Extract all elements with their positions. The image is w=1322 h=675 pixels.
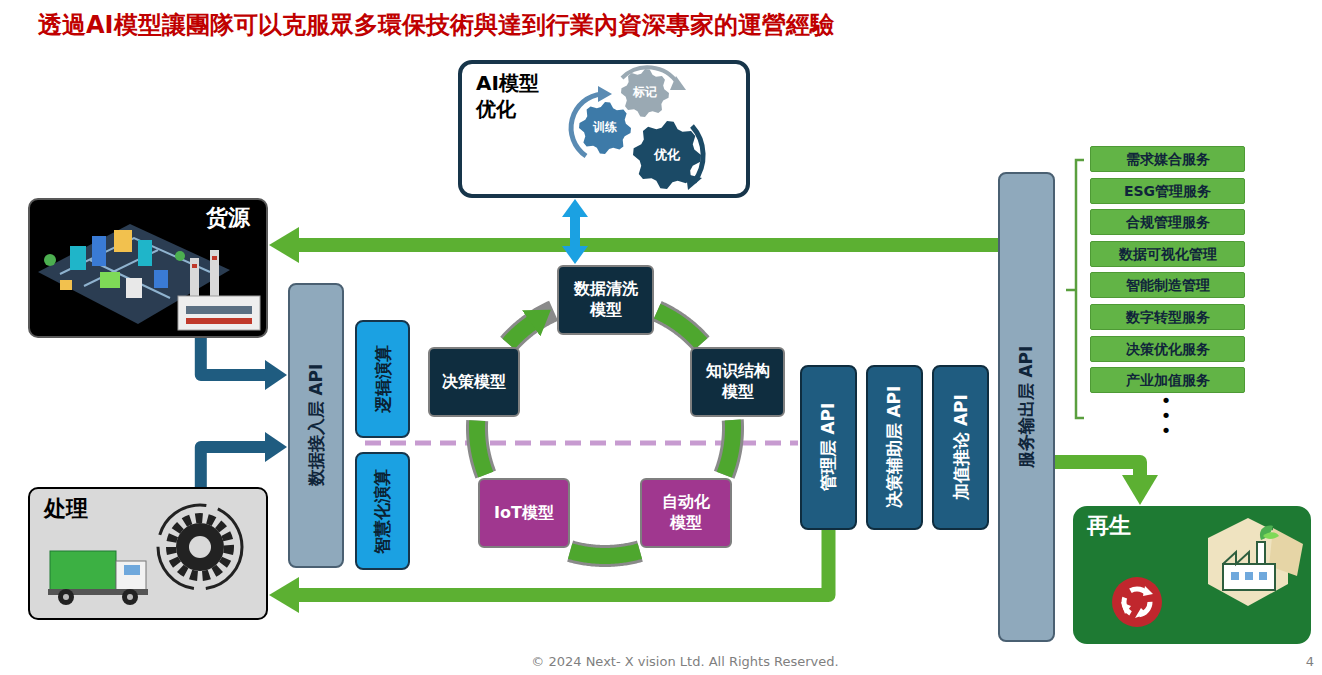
service-box: 数字转型服务: [1090, 304, 1245, 330]
model-box: 数据清洗 模型: [557, 265, 654, 335]
api-bar: 服务输出层 API: [998, 172, 1055, 642]
ellipsis-dot: •: [1158, 422, 1174, 440]
model-box: 自动化 模型: [640, 478, 732, 548]
node-label: 服务输出层 API: [1015, 346, 1037, 469]
node-label: 数字转型服务: [1126, 308, 1210, 326]
service-box: 数据可视化管理: [1090, 241, 1245, 267]
node-label: 再生: [1087, 512, 1131, 541]
source-panel: 货源: [28, 198, 268, 338]
gear-teeth: [633, 121, 701, 189]
node-label: IoT模型: [494, 503, 554, 524]
node-label: 处理: [44, 495, 88, 524]
optimize-arrow: [570, 216, 580, 247]
gear-label: 标记: [621, 69, 669, 117]
service-box: 产业加值服务: [1090, 367, 1245, 393]
input-arrow: [201, 447, 266, 487]
cycle-arc: [570, 551, 640, 556]
node-label: 逻辑演算: [371, 345, 393, 413]
service-box: 需求媒合服务: [1090, 146, 1245, 172]
gear-label: 优化: [633, 121, 701, 189]
node-label: AI模型 优化: [476, 70, 550, 122]
service-box: 合规管理服务: [1090, 209, 1245, 235]
cycle-outline: [724, 420, 733, 475]
service-box: 决策优化服务: [1090, 336, 1245, 362]
node-label: 数据接入层 API: [305, 364, 327, 487]
output-arrow: [1055, 462, 1140, 476]
cycle-arc: [657, 311, 701, 344]
node-label: 数据清洗 模型: [569, 279, 643, 321]
node-label: 智慧化演算: [371, 469, 393, 554]
cycle-arc: [477, 421, 486, 475]
api-bar: 数据接入层 API: [288, 283, 344, 568]
ai-optimize-box: AI模型 优化 标记训练优化: [458, 60, 750, 198]
model-box: IoT模型: [478, 478, 570, 548]
slide-title: 透過AI模型讓團隊可以克服眾多環保技術與達到行業內資深專家的運營經驗: [38, 9, 834, 41]
node-label: 训练: [593, 120, 617, 136]
node-label: 智能制造管理: [1126, 276, 1210, 294]
node-label: 优化: [654, 147, 680, 164]
gear-teeth: [579, 102, 631, 154]
service-box: 智能制造管理: [1090, 272, 1245, 298]
cycle-outline: [477, 421, 486, 475]
api-bar: 加值推论 API: [932, 365, 989, 530]
node-label: 决策模型: [442, 372, 506, 393]
node-label: 标记: [633, 85, 657, 101]
cycle-outline: [570, 551, 640, 556]
gear-teeth: [621, 69, 669, 117]
node-label: 合规管理服务: [1126, 213, 1210, 231]
node-label: 自动化 模型: [656, 492, 715, 534]
regen-panel: 再生: [1073, 506, 1311, 644]
cycle-outline: [508, 311, 553, 344]
compute-box: 智慧化演算: [355, 452, 410, 570]
service-bracket: [1066, 160, 1084, 418]
node-label: 产业加值服务: [1126, 371, 1210, 389]
node-label: 决策辅助层 API: [883, 386, 905, 509]
model-box: 决策模型: [428, 347, 520, 417]
compute-box: 逻辑演算: [355, 320, 410, 438]
service-box: ESG管理服务: [1090, 178, 1245, 204]
node-label: 货源: [206, 204, 250, 233]
node-label: 加值推论 API: [949, 395, 971, 501]
cycle-arc: [724, 420, 733, 475]
gear-label: 训练: [579, 102, 631, 154]
model-box: 知识结构 模型: [690, 347, 785, 417]
input-arrow: [201, 338, 266, 375]
page-number: 4: [1302, 655, 1318, 668]
node-label: 需求媒合服务: [1126, 150, 1210, 168]
node-label: 决策优化服务: [1126, 340, 1210, 358]
node-label: 管理层 API: [817, 403, 839, 492]
copyright-note: © 2024 Next- X vision Ltd. All Rights Re…: [435, 655, 935, 668]
cycle-outline: [657, 311, 701, 344]
cycle-arc: [508, 323, 532, 344]
node-label: ESG管理服务: [1124, 182, 1211, 200]
feedback-arrow: [298, 238, 998, 252]
process-panel: 处理: [28, 487, 268, 620]
node-label: 数据可视化管理: [1119, 245, 1217, 263]
api-bar: 决策辅助层 API: [866, 365, 923, 530]
api-bar: 管理层 API: [800, 365, 857, 530]
node-label: 知识结构 模型: [701, 361, 775, 403]
